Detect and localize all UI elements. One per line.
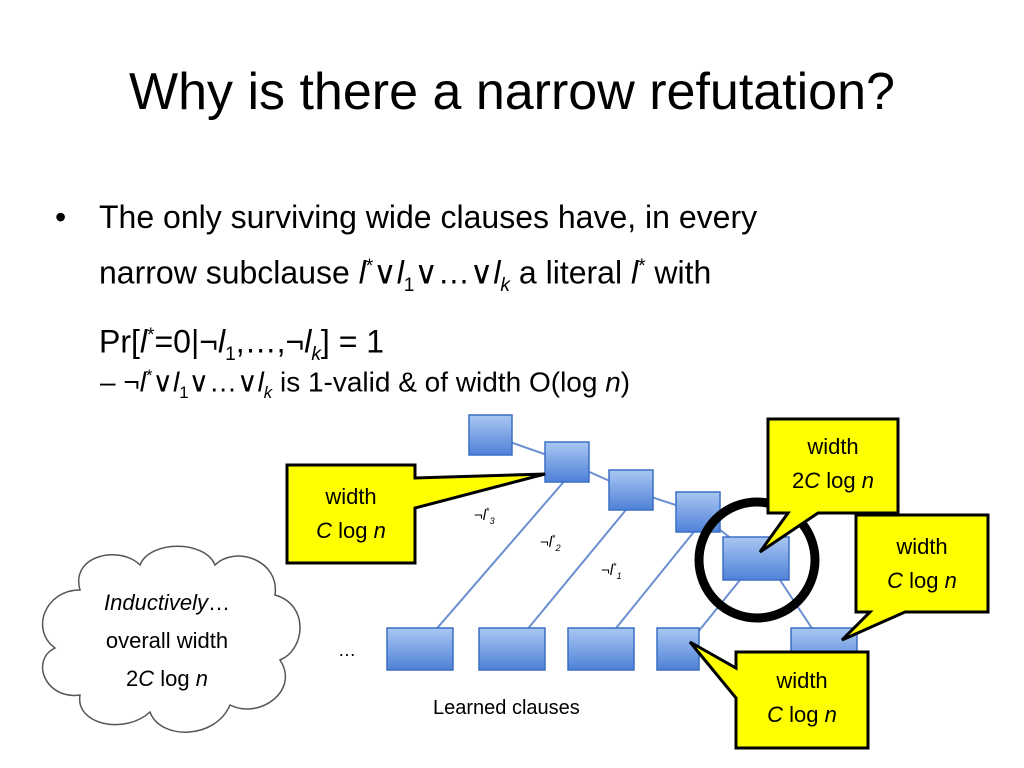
bullet-line-2: narrow subclause l*∨l1∨…∨lk a literal l*… — [99, 254, 712, 297]
bullet-marker: • — [55, 199, 67, 235]
callout-right-text: width C log n — [887, 534, 957, 593]
edge-label-neg-l3: ¬l*3 — [474, 506, 495, 526]
learned-clauses-caption: Learned clauses — [433, 697, 580, 719]
clause-box — [608, 469, 654, 511]
edge-label-neg-l2: ¬l*2 — [540, 533, 561, 553]
callout-left-text: width C log n — [316, 484, 386, 543]
learned-clause-box — [656, 627, 700, 671]
bullet-line-3: Pr[l*=0|¬l1,…,¬lk] = 1 — [99, 323, 385, 366]
callout-bottom-text: width C log n — [767, 668, 837, 727]
learned-clause-box — [478, 627, 546, 671]
learned-clause-box — [386, 627, 454, 671]
clauses-ellipsis: … — [338, 640, 356, 660]
main-bullet: • The only surviving wide clauses have, … — [55, 192, 985, 380]
slide-title: Why is there a narrow refutation? — [129, 63, 895, 121]
cloud-text: Inductively… overall width 2C log n — [104, 590, 230, 691]
callout-bottom-shape — [688, 640, 870, 750]
bullet-line-1: The only surviving wide clauses have, in… — [99, 199, 758, 235]
thought-cloud — [41, 545, 301, 733]
clause-box — [544, 441, 590, 483]
clause-box — [722, 536, 790, 581]
edge-label-neg-l1: ¬l*1 — [601, 561, 622, 581]
learned-clause-box — [567, 627, 635, 671]
clause-box — [468, 414, 513, 456]
callout-top-right-text: width 2C log n — [792, 434, 874, 493]
callout-top-right-shape — [758, 417, 900, 554]
callout-right-shape — [840, 513, 990, 642]
callout-left-shape — [285, 463, 546, 565]
highlight-circle — [694, 497, 820, 623]
sub-bullet: – ¬l*∨l1∨…∨lk is 1-valid & of width O(lo… — [100, 366, 631, 402]
bullet-text: The only surviving wide clauses have, in… — [99, 192, 985, 380]
